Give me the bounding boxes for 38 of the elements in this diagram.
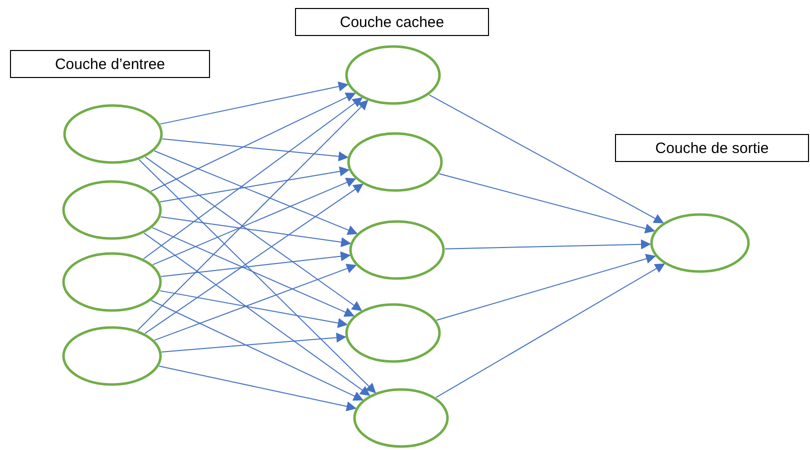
neuron-circle — [62, 326, 162, 386]
arrow — [158, 366, 357, 412]
arrow — [152, 227, 355, 317]
arrow — [144, 156, 362, 312]
arrow — [150, 92, 356, 192]
arrow — [152, 178, 356, 266]
arrow — [161, 332, 346, 352]
arrow — [436, 263, 666, 398]
neuron-circle — [345, 45, 441, 105]
arrow — [144, 232, 370, 396]
neuron-circle — [349, 220, 445, 280]
arrow — [162, 138, 349, 162]
arrow — [438, 173, 656, 234]
neuron-circle — [353, 388, 449, 448]
layer-title: Couche cachee — [295, 8, 489, 36]
arrow — [436, 254, 656, 321]
arrow — [428, 94, 664, 224]
arrow — [154, 150, 358, 235]
neuron-circle — [62, 252, 162, 312]
arrow — [444, 239, 652, 250]
arrow — [160, 166, 350, 202]
layer-title: Couche d’entree — [10, 50, 210, 78]
arrow — [160, 251, 351, 277]
neuron-circle — [650, 213, 750, 273]
neuron-circle — [347, 132, 443, 192]
arrow — [159, 290, 348, 328]
arrow — [150, 300, 364, 401]
arrow — [144, 184, 364, 334]
arrow — [154, 264, 357, 341]
neuron-circle — [63, 104, 163, 164]
layer-title: Couche de sortie — [615, 134, 809, 162]
neuron-circle — [62, 180, 162, 240]
arrow — [138, 159, 376, 394]
arrow — [160, 216, 352, 248]
arrow — [160, 82, 348, 125]
arrow — [143, 97, 363, 260]
arrow — [137, 100, 368, 331]
neuron-circle — [345, 303, 441, 363]
